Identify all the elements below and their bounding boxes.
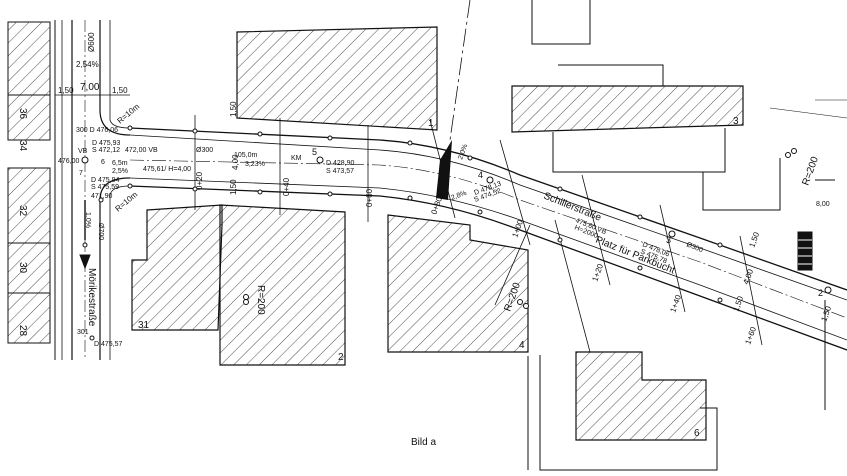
width-label-middle: 7,00 (80, 82, 100, 93)
station-0-40: 0+40 (282, 177, 291, 196)
elevation-vb472: 472,00 VB (125, 147, 158, 154)
elevation-annotations-left: 300 D 476,06 D 475,93 S 472,12 472,00 VB… (58, 127, 191, 348)
elevation-h475: 475,61/ H=4,00 (143, 166, 191, 173)
top-slope-label: 2,54% (76, 60, 99, 69)
striped-bar-right (797, 231, 813, 271)
slope-2-8: 2,8% (450, 190, 467, 202)
buildings (131, 26, 744, 441)
node-4: 4 (478, 170, 483, 180)
elevation-d300: 300 D 476,06 (76, 127, 118, 134)
building-3 (511, 85, 744, 133)
radius-label-right: R=200 (800, 155, 821, 187)
station-1-60: 1+60 (743, 325, 758, 346)
side-400: 4,00 (231, 154, 240, 170)
radius-markers (243, 148, 797, 309)
schillerstrasse-road (129, 127, 847, 351)
width-label-right: 1,50 (112, 86, 128, 95)
elevation-e6: 6 (101, 159, 105, 166)
pipe-300-a: Ø300 (196, 147, 213, 154)
building-outlines (527, 0, 835, 471)
pipe-700-label: Ø700 (97, 223, 104, 240)
elevation-d475-93: D 475,93 (92, 140, 121, 147)
building-label-3: 3 (733, 116, 739, 127)
building-4 (387, 214, 529, 353)
house-number-30: 30 (17, 262, 28, 274)
house-numbers: 36 34 32 30 28 (17, 108, 28, 337)
building-6 (575, 351, 707, 441)
radius-label-top: R=10m (116, 102, 142, 126)
radius-label-bottom: R=10m (114, 190, 140, 214)
slope-1-0: 1,0% (84, 212, 91, 228)
building-2 (219, 204, 346, 366)
right-150: 1,50 (819, 304, 833, 322)
width-label-left: 1,50 (58, 86, 74, 95)
survey-points (89, 125, 832, 341)
elevation-s475-59: S 475,59 (91, 184, 119, 191)
km-label: KM (291, 155, 302, 162)
elevation-d475-57: D 475,57 (94, 341, 123, 348)
elevation-e7: 7 (79, 170, 83, 177)
building-label-6: 6 (694, 428, 700, 439)
elevation-vb-label: VB (78, 148, 88, 155)
pipe-markers-left (79, 156, 91, 270)
station-0-60: 0+60 (365, 188, 374, 207)
house-number-28: 28 (17, 325, 28, 337)
house-number-36: 36 (17, 108, 28, 120)
station-0-20: 0+20 (195, 171, 204, 190)
moerikestrasse-road (54, 20, 131, 360)
width-6-5m: 6,5m (112, 160, 128, 167)
house-number-34: 34 (17, 140, 28, 152)
elevation-s472-12: S 472,12 (92, 147, 120, 154)
pipe-600-label: Ø600 (87, 32, 96, 52)
pipe-300-b: Ø300 (685, 241, 704, 254)
house-number-32: 32 (17, 205, 28, 217)
elevation-e471-90: 471,90 (91, 193, 113, 200)
side-150-b: 1,50 (229, 179, 238, 195)
street-name-schillerstrasse: Schillerstraße (542, 191, 603, 224)
elevation-vb476: 476,00 (58, 158, 80, 165)
slope-3-23: 3,23% (245, 161, 265, 168)
station-1-20: 1+20 (590, 262, 605, 283)
inlet-marker (436, 140, 452, 200)
side-150-a: 1,50 (229, 101, 238, 117)
side-150-c: 1,50 (747, 230, 761, 248)
slope-2-5: 2,5% (112, 168, 128, 175)
row-houses-left (7, 21, 51, 344)
length-105: 105,0m (234, 152, 258, 159)
building-31 (131, 204, 223, 331)
node-2: 2 (818, 288, 823, 298)
elevation-s473-57: S 473,57 (326, 168, 354, 175)
top-dimensions: Ø600 2,54% 1,50 7,00 1,50 (55, 32, 130, 96)
building-label-2: 2 (338, 352, 344, 363)
figure-caption: Bild a (410, 437, 436, 448)
elevation-d428-90: D 428,90 (326, 160, 355, 167)
building-label-4: 4 (519, 340, 525, 351)
building-1 (236, 26, 438, 131)
street-name-moerikestrasse: Mörikestraße (86, 268, 97, 327)
elevation-d475-94: D 475,94 (91, 177, 120, 184)
node-5: 5 (312, 147, 317, 157)
radius-label-building2: R=200 (255, 285, 266, 315)
width-8-00: 8,00 (816, 201, 830, 208)
building-label-31: 31 (138, 320, 150, 331)
elevation-d301: 301 (77, 329, 89, 336)
